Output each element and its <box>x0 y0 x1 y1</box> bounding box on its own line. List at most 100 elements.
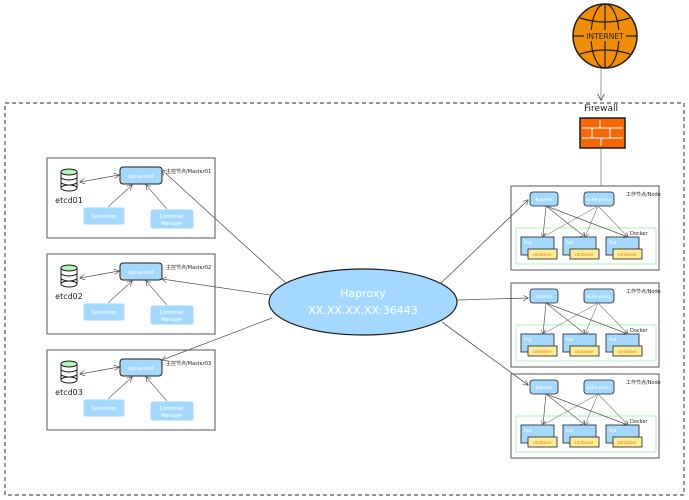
container-label: container <box>618 440 637 445</box>
pod: Pod container <box>605 424 643 448</box>
api-server-label: api-server <box>128 174 154 180</box>
pod-label: Pod <box>566 240 574 245</box>
pod-label: Pod <box>609 337 617 342</box>
kubelet-pod-edge <box>543 302 547 334</box>
controller-manager-label-line2: Manager <box>161 221 184 227</box>
etcd-apiserver-edge <box>80 271 119 278</box>
master-node-label: 主控节点/Master02 <box>166 264 211 271</box>
kubelet-label: Kubelet <box>536 197 553 203</box>
kubelet-pod-edge <box>545 393 585 425</box>
container-label: container <box>533 349 552 354</box>
pod-label: Pod <box>609 428 617 433</box>
kubelet-pod-edge <box>543 205 547 237</box>
container-box <box>569 345 600 357</box>
container-label: container <box>618 349 637 354</box>
pod-label: Pod <box>566 337 574 342</box>
pod: Pod container <box>562 236 600 260</box>
kube-proxy-pod-edge <box>543 393 599 425</box>
controller-manager-box <box>150 401 194 421</box>
cluster-boundary <box>4 102 685 496</box>
container-box <box>612 345 643 357</box>
kubelet-label: Kubelet <box>536 385 553 391</box>
pod-label: Pod <box>524 337 532 342</box>
firewall-label: Firewall <box>584 104 618 114</box>
kube-proxy-pod-edge <box>597 302 628 334</box>
container-label: container <box>575 252 594 257</box>
haproxy-node02-edge <box>456 298 528 300</box>
pod: Pod container <box>562 333 600 357</box>
scheduler-label: Scheduler <box>91 214 117 220</box>
docker-frame <box>515 415 657 453</box>
haproxy-master02-edge <box>162 279 271 296</box>
etcd-database-icon <box>60 264 78 288</box>
etcd-database-icon <box>60 360 78 384</box>
scheduler-apiserver-edge <box>107 377 132 400</box>
worker-node-label: 工作节点/Node <box>626 288 661 295</box>
api-server-label: api-server <box>128 366 154 372</box>
controller-apiserver-edge <box>146 281 168 306</box>
api-server-label: api-server <box>128 270 154 276</box>
container-box <box>612 248 643 260</box>
pod: Pod container <box>605 236 643 260</box>
etcd-label: etcd01 <box>55 196 83 205</box>
kubelet-box <box>529 191 559 207</box>
container-label: container <box>533 440 552 445</box>
scheduler-apiserver-edge <box>107 281 132 304</box>
etcd-label: etcd03 <box>55 388 83 397</box>
controller-manager-box <box>150 209 194 229</box>
etcd-apiserver-edge <box>80 367 119 374</box>
kubelet-box <box>529 379 559 395</box>
kube-proxy-label: kube-proxy <box>586 294 611 300</box>
worker-node-label: 工作节点/Node <box>626 191 661 198</box>
kubelet-box <box>529 288 559 304</box>
scheduler-box <box>83 207 125 225</box>
docker-label: Docker <box>630 231 648 237</box>
pod-label: Pod <box>566 428 574 433</box>
kube-proxy-pod-edge <box>543 205 599 237</box>
etcd-apiserver-edge <box>80 175 119 182</box>
kubelet-pod-edge <box>545 302 628 334</box>
controller-apiserver-edge <box>146 185 168 210</box>
haproxy-ellipse <box>268 268 458 336</box>
master-node-label: 主控节点/Master01 <box>166 168 211 175</box>
container-box <box>527 248 558 260</box>
pod: Pod container <box>520 333 558 357</box>
controller-manager-label-line1: Controller <box>160 214 186 220</box>
pod-label: Pod <box>609 240 617 245</box>
kubelet-pod-edge <box>545 393 628 425</box>
kube-proxy-pod-edge <box>585 205 599 237</box>
scheduler-box <box>83 399 125 417</box>
container-box <box>569 248 600 260</box>
kube-proxy-box <box>583 191 615 207</box>
firewall-icon <box>579 117 626 149</box>
kube-proxy-pod-edge <box>597 205 628 237</box>
container-label: container <box>618 252 637 257</box>
controller-manager-label-line1: Controller <box>160 310 186 316</box>
etcd-database-icon <box>60 168 78 192</box>
controller-manager-label-line2: Manager <box>161 413 184 419</box>
haproxy-node01-edge <box>439 200 528 285</box>
kube-proxy-label: kube-proxy <box>586 197 611 203</box>
controller-apiserver-edge <box>146 377 168 402</box>
docker-frame <box>515 227 657 265</box>
container-label: container <box>575 349 594 354</box>
worker-node-label: 工作节点/Node <box>626 379 661 386</box>
kubelet-label: Kubelet <box>536 294 553 300</box>
pod: Pod container <box>605 333 643 357</box>
pod: Pod container <box>520 424 558 448</box>
internet-globe-icon <box>572 3 638 69</box>
docker-label: Docker <box>630 419 648 425</box>
kube-proxy-label: kube-proxy <box>586 385 611 391</box>
pod-label: Pod <box>524 428 532 433</box>
controller-manager-label-line1: Controller <box>160 406 186 412</box>
kubelet-pod-edge <box>545 205 628 237</box>
container-box <box>569 436 600 448</box>
kube-proxy-pod-edge <box>585 393 599 425</box>
